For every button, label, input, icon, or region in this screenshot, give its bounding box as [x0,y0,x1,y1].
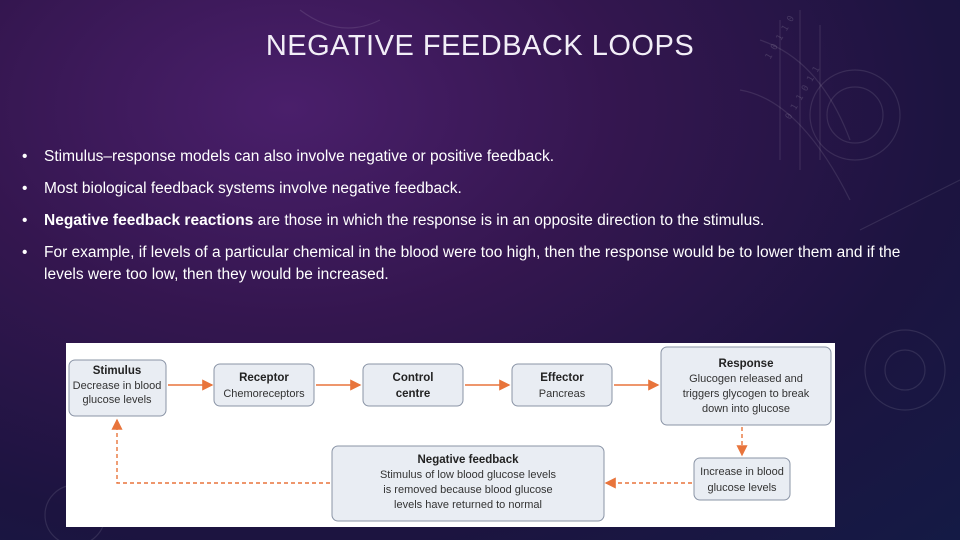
receptor-title: Receptor [239,372,289,384]
bullet-list: • Stimulus–response models can also invo… [22,146,944,296]
increase-box: Increase in blood glucose levels [693,457,791,501]
effector-box: Effector Pancreas [511,363,613,407]
bullet-item: • Negative feedback reactions are those … [22,210,944,232]
bullet-rest: are those in which the response is in an… [253,212,765,229]
effector-title: Effector [540,372,584,384]
stimulus-line: Decrease in blood [73,380,162,392]
bullet-dot: • [22,244,28,261]
bullet-dot: • [22,212,28,229]
response-line: Glucogen released and [689,373,803,385]
response-title: Response [719,358,774,370]
stimulus-box: Stimulus Decrease in blood glucose level… [68,359,167,417]
bullet-bold-term: Negative feedback reactions [44,212,254,229]
bullet-text: Most biological feedback systems involve… [44,180,462,197]
bullet-dot: • [22,148,28,165]
negative-line: is removed because blood glucose [383,484,552,496]
receptor-line: Chemoreceptors [223,388,305,400]
bullet-text: For example, if levels of a particular c… [44,244,901,283]
increase-line: glucose levels [707,482,777,494]
negative-line: levels have returned to normal [394,499,542,511]
negative-feedback-box: Negative feedback Stimulus of low blood … [331,445,605,522]
response-line: triggers glycogen to break [683,388,810,400]
control-line: centre [396,388,431,400]
bullet-item: • Most biological feedback systems invol… [22,178,944,200]
receptor-box: Receptor Chemoreceptors [213,363,315,407]
effector-line: Pancreas [539,388,586,400]
bullet-text: Negative feedback reactions are those in… [44,210,944,232]
control-title: Control [393,372,434,384]
feedback-diagram: Stimulus Decrease in blood glucose level… [66,343,835,527]
stimulus-title: Stimulus [93,365,142,377]
bullet-item: • Stimulus–response models can also invo… [22,146,944,168]
negative-title: Negative feedback [418,454,520,466]
bullet-dot: • [22,180,28,197]
response-line: down into glucose [702,403,790,415]
slide-title: NEGATIVE FEEDBACK LOOPS [265,30,695,62]
stimulus-line: glucose levels [82,394,152,406]
negative-line: Stimulus of low blood glucose levels [380,469,557,481]
bullet-text: Stimulus–response models can also involv… [44,148,555,165]
svg-text:0 1 1 0 1 1: 0 1 1 0 1 1 [784,65,822,122]
increase-line: Increase in blood [700,466,784,478]
bullet-item: • For example, if levels of a particular… [22,242,944,286]
response-box: Response Glucogen released and triggers … [660,346,832,426]
arrow-negative-stimulus [111,418,330,484]
control-centre-box: Control centre [362,363,464,407]
